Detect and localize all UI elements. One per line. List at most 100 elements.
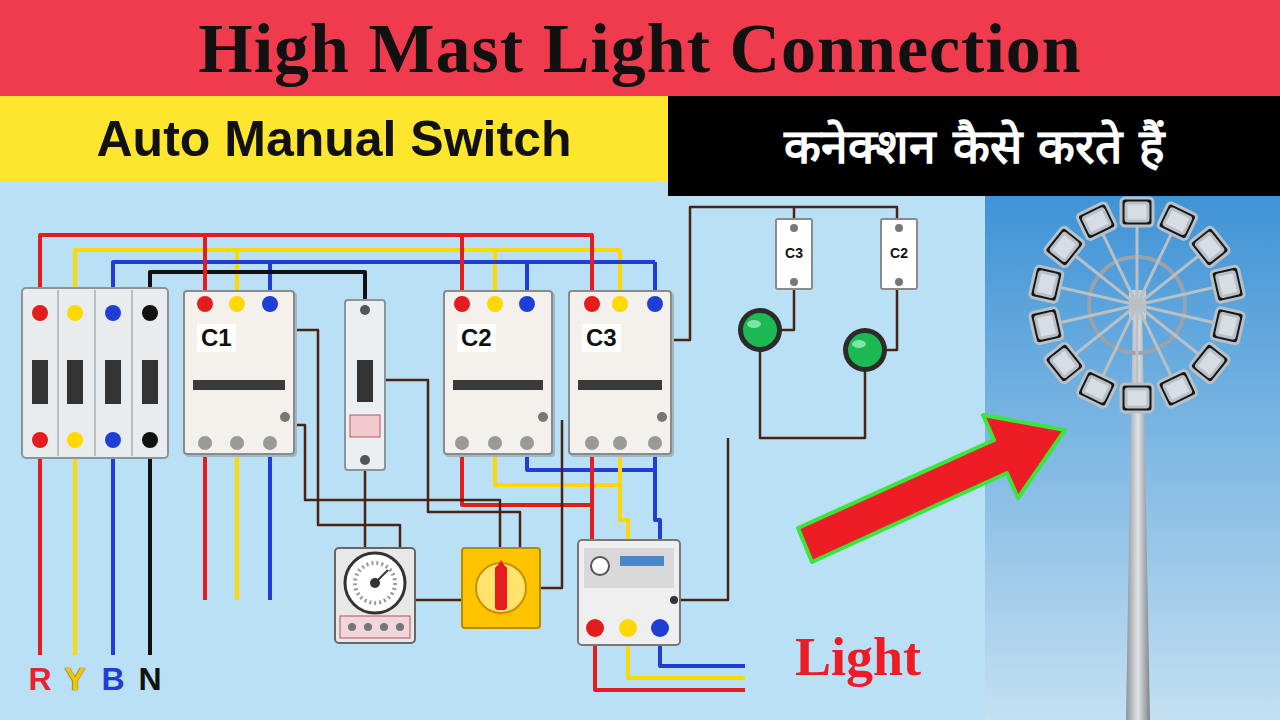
terminal	[229, 296, 245, 312]
terminal	[198, 436, 212, 450]
power-wires-path	[620, 455, 628, 540]
phase-label: N	[138, 662, 161, 697]
high-mast-pole-g-g-use	[1210, 307, 1244, 344]
coil-terminal	[280, 412, 290, 422]
power-wires-path	[38, 440, 42, 655]
overload-relay-circle	[591, 557, 609, 575]
phase-label: R	[28, 662, 51, 697]
single-pole-mcb-rect	[350, 415, 380, 437]
push-buttons-ellipse	[747, 320, 761, 328]
four-pole-mcb-circle	[105, 432, 121, 448]
pointer-arrow	[798, 415, 1065, 562]
terminal-screws	[185, 292, 297, 457]
push-buttons-circle	[843, 328, 887, 372]
coil-terminal	[657, 412, 667, 422]
high-mast-pole-g-g-line	[1137, 305, 1174, 382]
power-wires-path	[203, 455, 207, 600]
terminal	[197, 296, 213, 312]
four-pole-mcb-rect	[67, 360, 83, 404]
timer-switch-circle	[355, 563, 395, 603]
aux-contact: C2	[880, 218, 918, 290]
high-mast-pole-g-g-line	[1100, 305, 1137, 382]
terminal	[895, 224, 903, 232]
control-wires-path	[680, 438, 728, 600]
coil-strip	[193, 380, 285, 390]
push-buttons-circle	[848, 333, 882, 367]
terminal	[455, 436, 469, 450]
power-wires-path	[148, 440, 152, 655]
power-wires-path	[655, 455, 660, 540]
power-wires-path	[73, 440, 77, 655]
background-rect	[0, 0, 1280, 96]
timer-switch-circle	[396, 623, 404, 631]
power-wires-path	[111, 440, 115, 655]
high-mast-pole-g-g-line	[1136, 305, 1139, 390]
push-buttons-circle	[738, 308, 782, 352]
terminal	[488, 436, 502, 450]
phase-label: Y	[64, 662, 85, 697]
high-mast-pole-g-g	[1076, 298, 1151, 408]
coil-terminal	[538, 412, 548, 422]
aux-contact: C3	[775, 218, 813, 290]
pointer-arrow-polygon	[798, 415, 1065, 562]
selector-switch-circle	[476, 563, 526, 613]
selector-switch-rect	[462, 548, 540, 628]
terminal	[613, 436, 627, 450]
control-wires-path	[364, 470, 367, 548]
component-label: C3	[582, 324, 621, 352]
overload-relay-rect	[620, 556, 664, 566]
wire-connector	[205, 235, 462, 290]
high-mast-pole-g-g-line	[1137, 286, 1220, 305]
terminal	[262, 296, 278, 312]
timer-switch-rect	[340, 616, 410, 638]
high-mast-pole-g-g-line	[1054, 305, 1137, 324]
black-band: कनेक्शन कैसे करते हैं	[668, 96, 1280, 196]
four-pole-mcb-path	[58, 290, 132, 456]
high-mast-pole-g-g-line	[1136, 220, 1139, 305]
wire-connector	[462, 235, 592, 290]
phase-label-text: B	[101, 661, 124, 697]
phase-label: B	[101, 662, 124, 697]
contactor: C3	[568, 290, 672, 455]
component-label: C1	[197, 324, 236, 352]
four-pole-mcb-circle	[142, 305, 158, 321]
high-mast-pole-g-g-use	[1189, 342, 1231, 384]
overload-relay-circle	[586, 619, 604, 637]
terminal	[647, 296, 663, 312]
phase-label-text: Y	[64, 661, 85, 697]
overload-relay-rect	[584, 548, 674, 588]
control-wires-path	[885, 290, 897, 350]
band-text: कनेक्शन कैसे करते हैं	[784, 116, 1164, 176]
high-mast-pole-g-g-line	[1137, 228, 1174, 305]
four-pole-mcb	[22, 288, 168, 458]
selector-switch-polygon	[496, 560, 506, 568]
band-text: Auto Manual Switch	[97, 108, 572, 171]
high-mast-pole-g-g-use	[1210, 266, 1244, 303]
terminal	[230, 436, 244, 450]
four-pole-mcb-circle	[105, 305, 121, 321]
four-pole-mcb-rect	[105, 360, 121, 404]
high-mast-pole-g-g-line	[1071, 252, 1137, 305]
high-mast-pole-polygon	[1126, 300, 1150, 720]
overload-relay	[578, 540, 680, 645]
high-mast-pole-g-g-use	[1157, 369, 1198, 408]
single-pole-mcb	[345, 300, 385, 470]
terminal-screws	[570, 292, 674, 457]
four-pole-mcb-rect	[142, 360, 158, 404]
four-pole-mcb-rect	[22, 288, 168, 458]
overload-relay-circle	[670, 596, 678, 604]
four-pole-mcb-rect	[32, 360, 48, 404]
power-wires-path	[235, 455, 239, 600]
timer-switch-circle	[348, 623, 356, 631]
timer-switch-circle	[380, 623, 388, 631]
four-pole-mcb-circle	[32, 432, 48, 448]
high-mast-pole-g-g-use	[1043, 226, 1085, 268]
component-label: C2	[457, 324, 496, 352]
phase-label-text: R	[28, 661, 51, 697]
control-wires-path	[793, 207, 796, 218]
timer-switch-circle	[364, 623, 372, 631]
high-mast-pole-g-g-use	[1029, 307, 1063, 344]
